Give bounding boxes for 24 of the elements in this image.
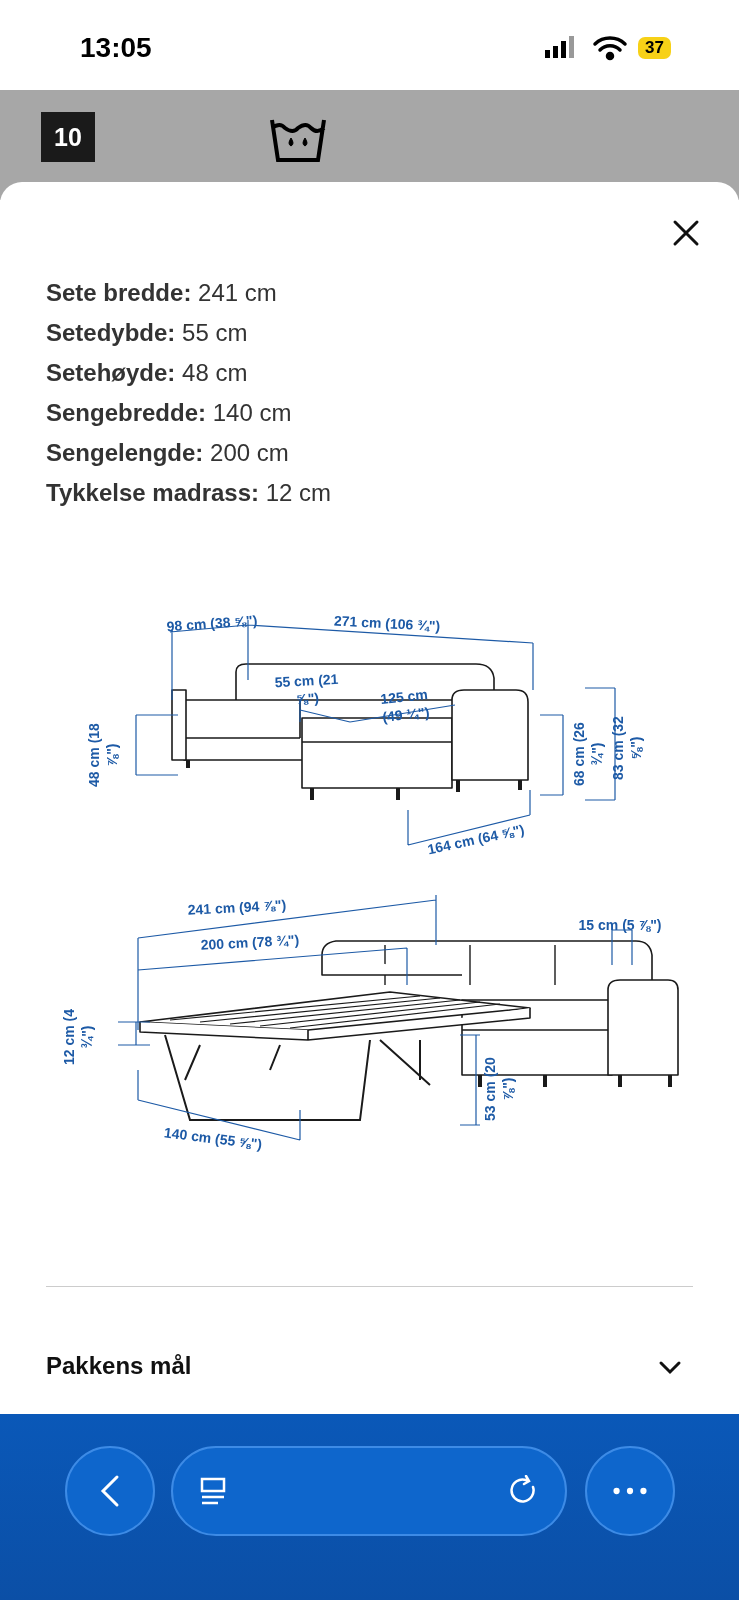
dimension-label: 53 cm (20 ⅞") (481, 1057, 517, 1121)
dimension-label: 271 cm (106 ¾") (332, 611, 442, 636)
spec-line: Sengelengde: 200 cm (46, 439, 289, 467)
spec-line: Sengebredde: 140 cm (46, 399, 292, 427)
dimension-label: 15 cm (5 ⅞") (577, 917, 663, 935)
dimension-label: 55 cm (21 ⅝") (274, 670, 340, 709)
number-badge: 10 (41, 112, 95, 162)
spec-line: Setedybde: 55 cm (46, 319, 248, 347)
dimension-label: 12 cm (4 ¾") (60, 1008, 96, 1067)
clock-time: 13:05 (80, 32, 152, 64)
dimension-label: 98 cm (38 ⅝") (165, 611, 259, 637)
section-heading: Pakkens mål (46, 1352, 192, 1380)
dimension-label: 140 cm (55 ⅝") (162, 1123, 264, 1155)
spec-line: Tykkelse madrass: 12 cm (46, 479, 332, 507)
dimension-label: 200 cm (78 ¾") (199, 930, 301, 955)
dimension-label: 83 cm (32 ⅝") (609, 716, 645, 780)
dimension-label: 68 cm (26 ¾") (570, 722, 606, 786)
dimension-label: 48 cm (18 ⅞") (85, 723, 121, 787)
dimension-label: 164 cm (64 ⅝") (425, 820, 527, 860)
dimension-label: 241 cm (94 ⅞") (186, 895, 288, 920)
spec-line: Sete bredde: 241 cm (46, 279, 277, 307)
battery-level: 37 (638, 37, 671, 59)
spec-line: Setehøyde: 48 cm (46, 359, 248, 387)
dimension-label: 125 cm (49 ¼") (378, 685, 432, 727)
